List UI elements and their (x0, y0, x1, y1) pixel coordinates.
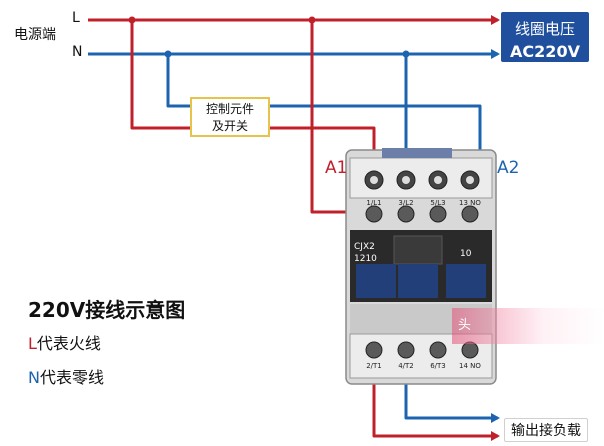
top-terminal-label: 5/L3 (430, 199, 445, 207)
bottom-terminal-label: 14 NO (459, 362, 481, 370)
watermark-text: 头 (458, 318, 472, 333)
actuator-block-mid (398, 264, 438, 298)
screw-slot (370, 176, 378, 184)
terminal-group: 1/L1 2/T1 3/L2 4/T2 5/L3 6/T3 13 NO 14 NO (364, 170, 481, 370)
legend-live-text: 代表火线 (36, 334, 101, 353)
control-element-label-1: 控制元件 (205, 102, 254, 116)
actuator-block-right (446, 264, 486, 298)
top-label-strip (382, 148, 452, 158)
top-terminal-screw (461, 205, 479, 223)
neutral-line-tag: N (72, 44, 83, 60)
aux-contact-label: 10 (460, 249, 472, 259)
live-junction-dot (128, 16, 136, 24)
screw-slot (434, 176, 442, 184)
power-source-label: 电源端 (14, 27, 56, 43)
top-terminal-label: 1/L1 (366, 199, 381, 207)
neutral-wire-arrow (491, 49, 500, 59)
contactor-rating: 1210 (354, 254, 377, 264)
bottom-terminal-screw (365, 341, 383, 359)
neutral-junction-dot (164, 50, 172, 58)
coil-voltage-label: 线圈电压 AC220V (501, 12, 589, 62)
top-terminal-label: 13 NO (459, 199, 481, 207)
bottom-terminal-screw (397, 341, 415, 359)
bottom-terminal-label: 6/T3 (430, 362, 446, 370)
coil-voltage-title: 线圈电压 (514, 20, 575, 38)
contactor-model: CJX2 (354, 242, 375, 252)
bottom-terminal-screw (429, 341, 447, 359)
coil-terminal-a2: A2 (497, 158, 520, 178)
top-terminal-screw (397, 205, 415, 223)
top-terminal-label: 3/L2 (398, 199, 413, 207)
top-terminal-screw (365, 205, 383, 223)
live-to-control-wire (130, 20, 190, 130)
control-element-box: 控制元件 及开关 (190, 97, 270, 137)
watermark-overlay: 头 (452, 308, 604, 344)
bottom-terminal-screw (461, 341, 479, 359)
coil-voltage-value: AC220V (510, 42, 580, 61)
live-load-arrow (491, 431, 500, 441)
top-terminal-screw (429, 205, 447, 223)
diagram-title: 220V接线示意图 (28, 298, 186, 322)
live-feed-dot (308, 16, 316, 24)
neutral-to-control-wire (166, 54, 190, 108)
output-load-label: 输出接负载 (504, 418, 588, 442)
legend-neutral-letter: N (28, 368, 40, 387)
neutral-load-wire (404, 370, 498, 420)
control-element-label-2: 及开关 (211, 119, 248, 133)
legend-live: L代表火线 (28, 336, 101, 352)
screw-slot (466, 176, 474, 184)
wires (88, 15, 500, 441)
legend-live-letter: L (28, 334, 37, 353)
legend-neutral: N代表零线 (28, 370, 104, 386)
neutral-load-arrow (491, 413, 500, 423)
bottom-terminal-label: 4/T2 (398, 362, 414, 370)
screw-slot (402, 176, 410, 184)
coil-terminal-a1: A1 (325, 158, 348, 178)
legend-neutral-text: 代表零线 (39, 368, 104, 387)
live-load-wire (372, 370, 498, 438)
bottom-terminal-label: 2/T1 (366, 362, 382, 370)
live-wire-arrow (491, 15, 500, 25)
actuator-block-left (356, 264, 396, 298)
front-window (393, 235, 443, 265)
neutral-feed-dot (402, 50, 410, 58)
live-line-tag: L (72, 10, 80, 26)
